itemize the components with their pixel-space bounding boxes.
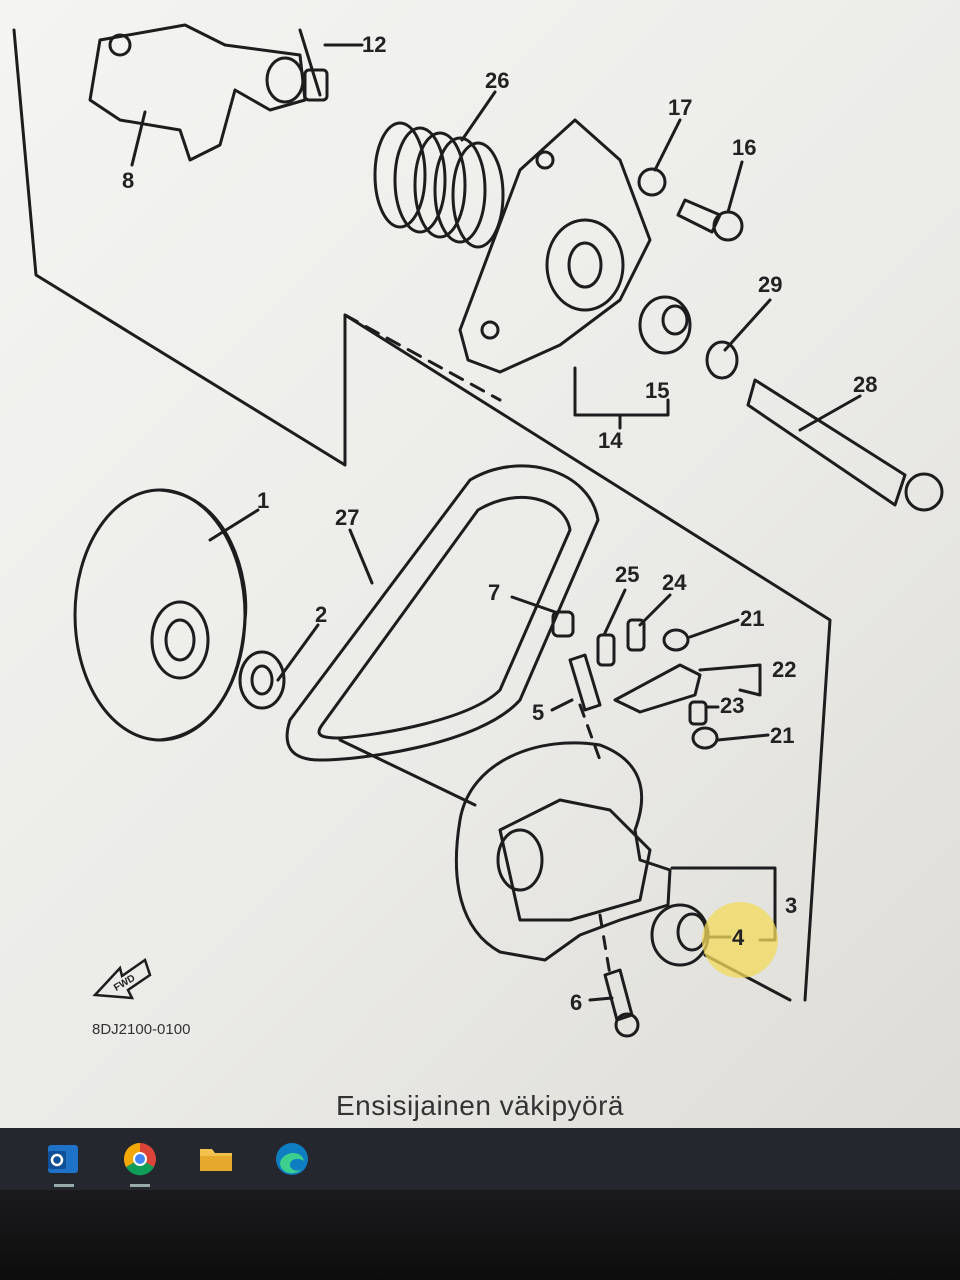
part-5	[568, 653, 602, 712]
diagram-code: 8DJ2100-0100	[92, 1021, 190, 1038]
shaft-28	[746, 378, 944, 512]
part-25	[596, 633, 616, 667]
label-29: 29	[758, 272, 782, 297]
label-17: 17	[668, 95, 692, 120]
label-12: 12	[362, 32, 386, 57]
part-labels: 12 8 26 17 16 29 28 15 14 1 27 2 7 25 24…	[122, 32, 877, 1015]
label-21b: 21	[770, 723, 794, 748]
outlook-icon[interactable]	[40, 1135, 88, 1187]
label-6: 6	[570, 990, 582, 1015]
label-23: 23	[720, 693, 744, 718]
part-21a	[662, 628, 690, 652]
file-explorer-icon[interactable]	[192, 1135, 240, 1183]
taskbar	[0, 1128, 960, 1190]
bolt-16	[676, 198, 744, 242]
label-15: 15	[645, 378, 669, 403]
spring-26	[373, 121, 505, 249]
label-16: 16	[732, 135, 756, 160]
highlight-marker	[702, 902, 778, 978]
part-8-assembly	[88, 23, 329, 162]
label-4: 4	[732, 925, 745, 950]
label-26: 26	[485, 68, 509, 93]
screen: 12 8 26 17 16 29 28 15 14 1 27 2 7 25 24…	[0, 0, 960, 1128]
frame-line-dash	[343, 313, 502, 402]
label-25: 25	[615, 562, 639, 587]
label-28: 28	[853, 372, 877, 397]
chrome-icon[interactable]	[116, 1135, 164, 1187]
cover-14	[458, 118, 652, 374]
washer-17	[637, 167, 667, 197]
part-21b	[691, 726, 719, 750]
sheave-assembly-3	[454, 741, 672, 962]
bushing-4	[650, 903, 710, 967]
label-14: 14	[598, 428, 623, 453]
bushing-15	[638, 295, 692, 355]
monitor-bezel	[0, 1190, 960, 1280]
edge-icon[interactable]	[268, 1135, 316, 1183]
label-5: 5	[532, 700, 544, 725]
label-7: 7	[488, 580, 500, 605]
part-23	[688, 700, 708, 726]
frame-line	[12, 28, 832, 1002]
sheave-1	[73, 488, 248, 742]
parts-diagram: 12 8 26 17 16 29 28 15 14 1 27 2 7 25 24…	[12, 23, 944, 1038]
label-3: 3	[785, 893, 797, 918]
part-7	[551, 610, 575, 638]
label-27: 27	[335, 505, 359, 530]
collar-2	[238, 650, 286, 710]
fwd-label: FWD	[112, 973, 137, 994]
bolt-6	[603, 968, 640, 1038]
label-24: 24	[662, 570, 687, 595]
label-22: 22	[772, 657, 796, 682]
diagram-caption: Ensisijainen väkipyörä	[335, 1090, 625, 1121]
label-21a: 21	[740, 606, 764, 631]
label-8: 8	[122, 168, 134, 193]
belt-27	[285, 464, 600, 762]
label-1: 1	[257, 488, 269, 513]
part-22	[613, 663, 702, 714]
part-24	[626, 618, 646, 652]
fwd-arrow-icon: FWD	[92, 958, 152, 1000]
label-2: 2	[315, 602, 327, 627]
washer-29	[705, 340, 739, 380]
